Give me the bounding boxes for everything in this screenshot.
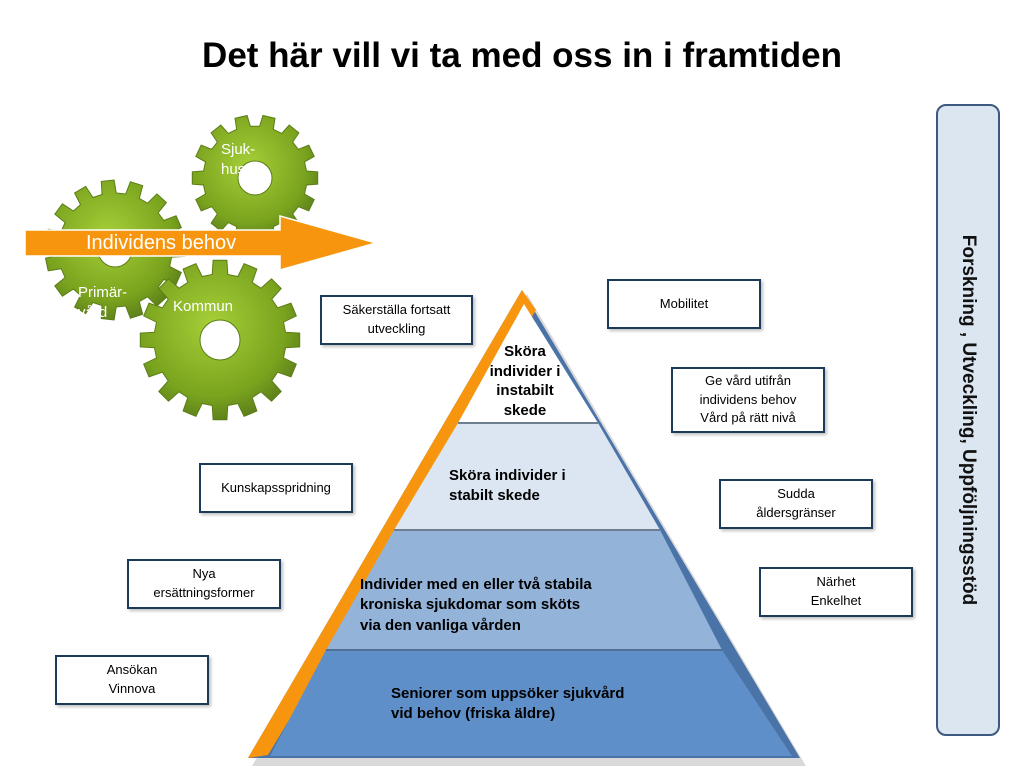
pyramid-level-4-text: Seniorer som uppsöker sjukvård vid behov…	[391, 685, 625, 723]
box-kunskapsspridning: Kunskapsspridning	[199, 463, 353, 513]
gear-label-sjukhus: Sjuk- hus	[221, 141, 256, 179]
box-ge-vard: Ge vård utifrån individens behov Vård på…	[671, 367, 825, 433]
gear-kommun-icon	[139, 259, 301, 421]
box-ansokan: Ansökan Vinnova	[55, 655, 209, 705]
box-narhet: Närhet Enkelhet	[759, 567, 913, 617]
box-sakerstalla: Säkerställa fortsatt utveckling	[320, 295, 473, 345]
pyramid-level-4	[270, 650, 792, 756]
gear-label-kommun: Kommun	[173, 298, 234, 315]
pyramid-level-1-text: Sköra individer i instabilt skede	[489, 343, 561, 419]
page-title: Det här vill vi ta med oss in i framtide…	[202, 36, 842, 75]
gear-label-primarvard: Primär- vård	[78, 284, 128, 322]
pyramid-level-1	[458, 304, 598, 423]
box-sudda: Sudda åldersgränser	[719, 479, 873, 529]
pyramid-level-3	[326, 530, 722, 650]
pyramid-level-2	[394, 423, 660, 530]
arrow-label: Individens behov	[86, 232, 237, 254]
sidebar-label: Forskning , Utveckling, Uppföljningsstöd	[958, 234, 979, 606]
box-mobilitet: Mobilitet	[607, 279, 761, 329]
sidebar-panel	[936, 104, 1000, 736]
individens-behov-arrow	[24, 215, 379, 271]
pyramid-level-2-text: Sköra individer i stabilt skede	[449, 467, 566, 505]
box-nya-ersattningsformer: Nya ersättningsformer	[127, 559, 281, 609]
pyramid-orange-edge	[248, 290, 536, 758]
pyramid-level-3-text: Individer med en eller två stabila kroni…	[360, 576, 592, 634]
